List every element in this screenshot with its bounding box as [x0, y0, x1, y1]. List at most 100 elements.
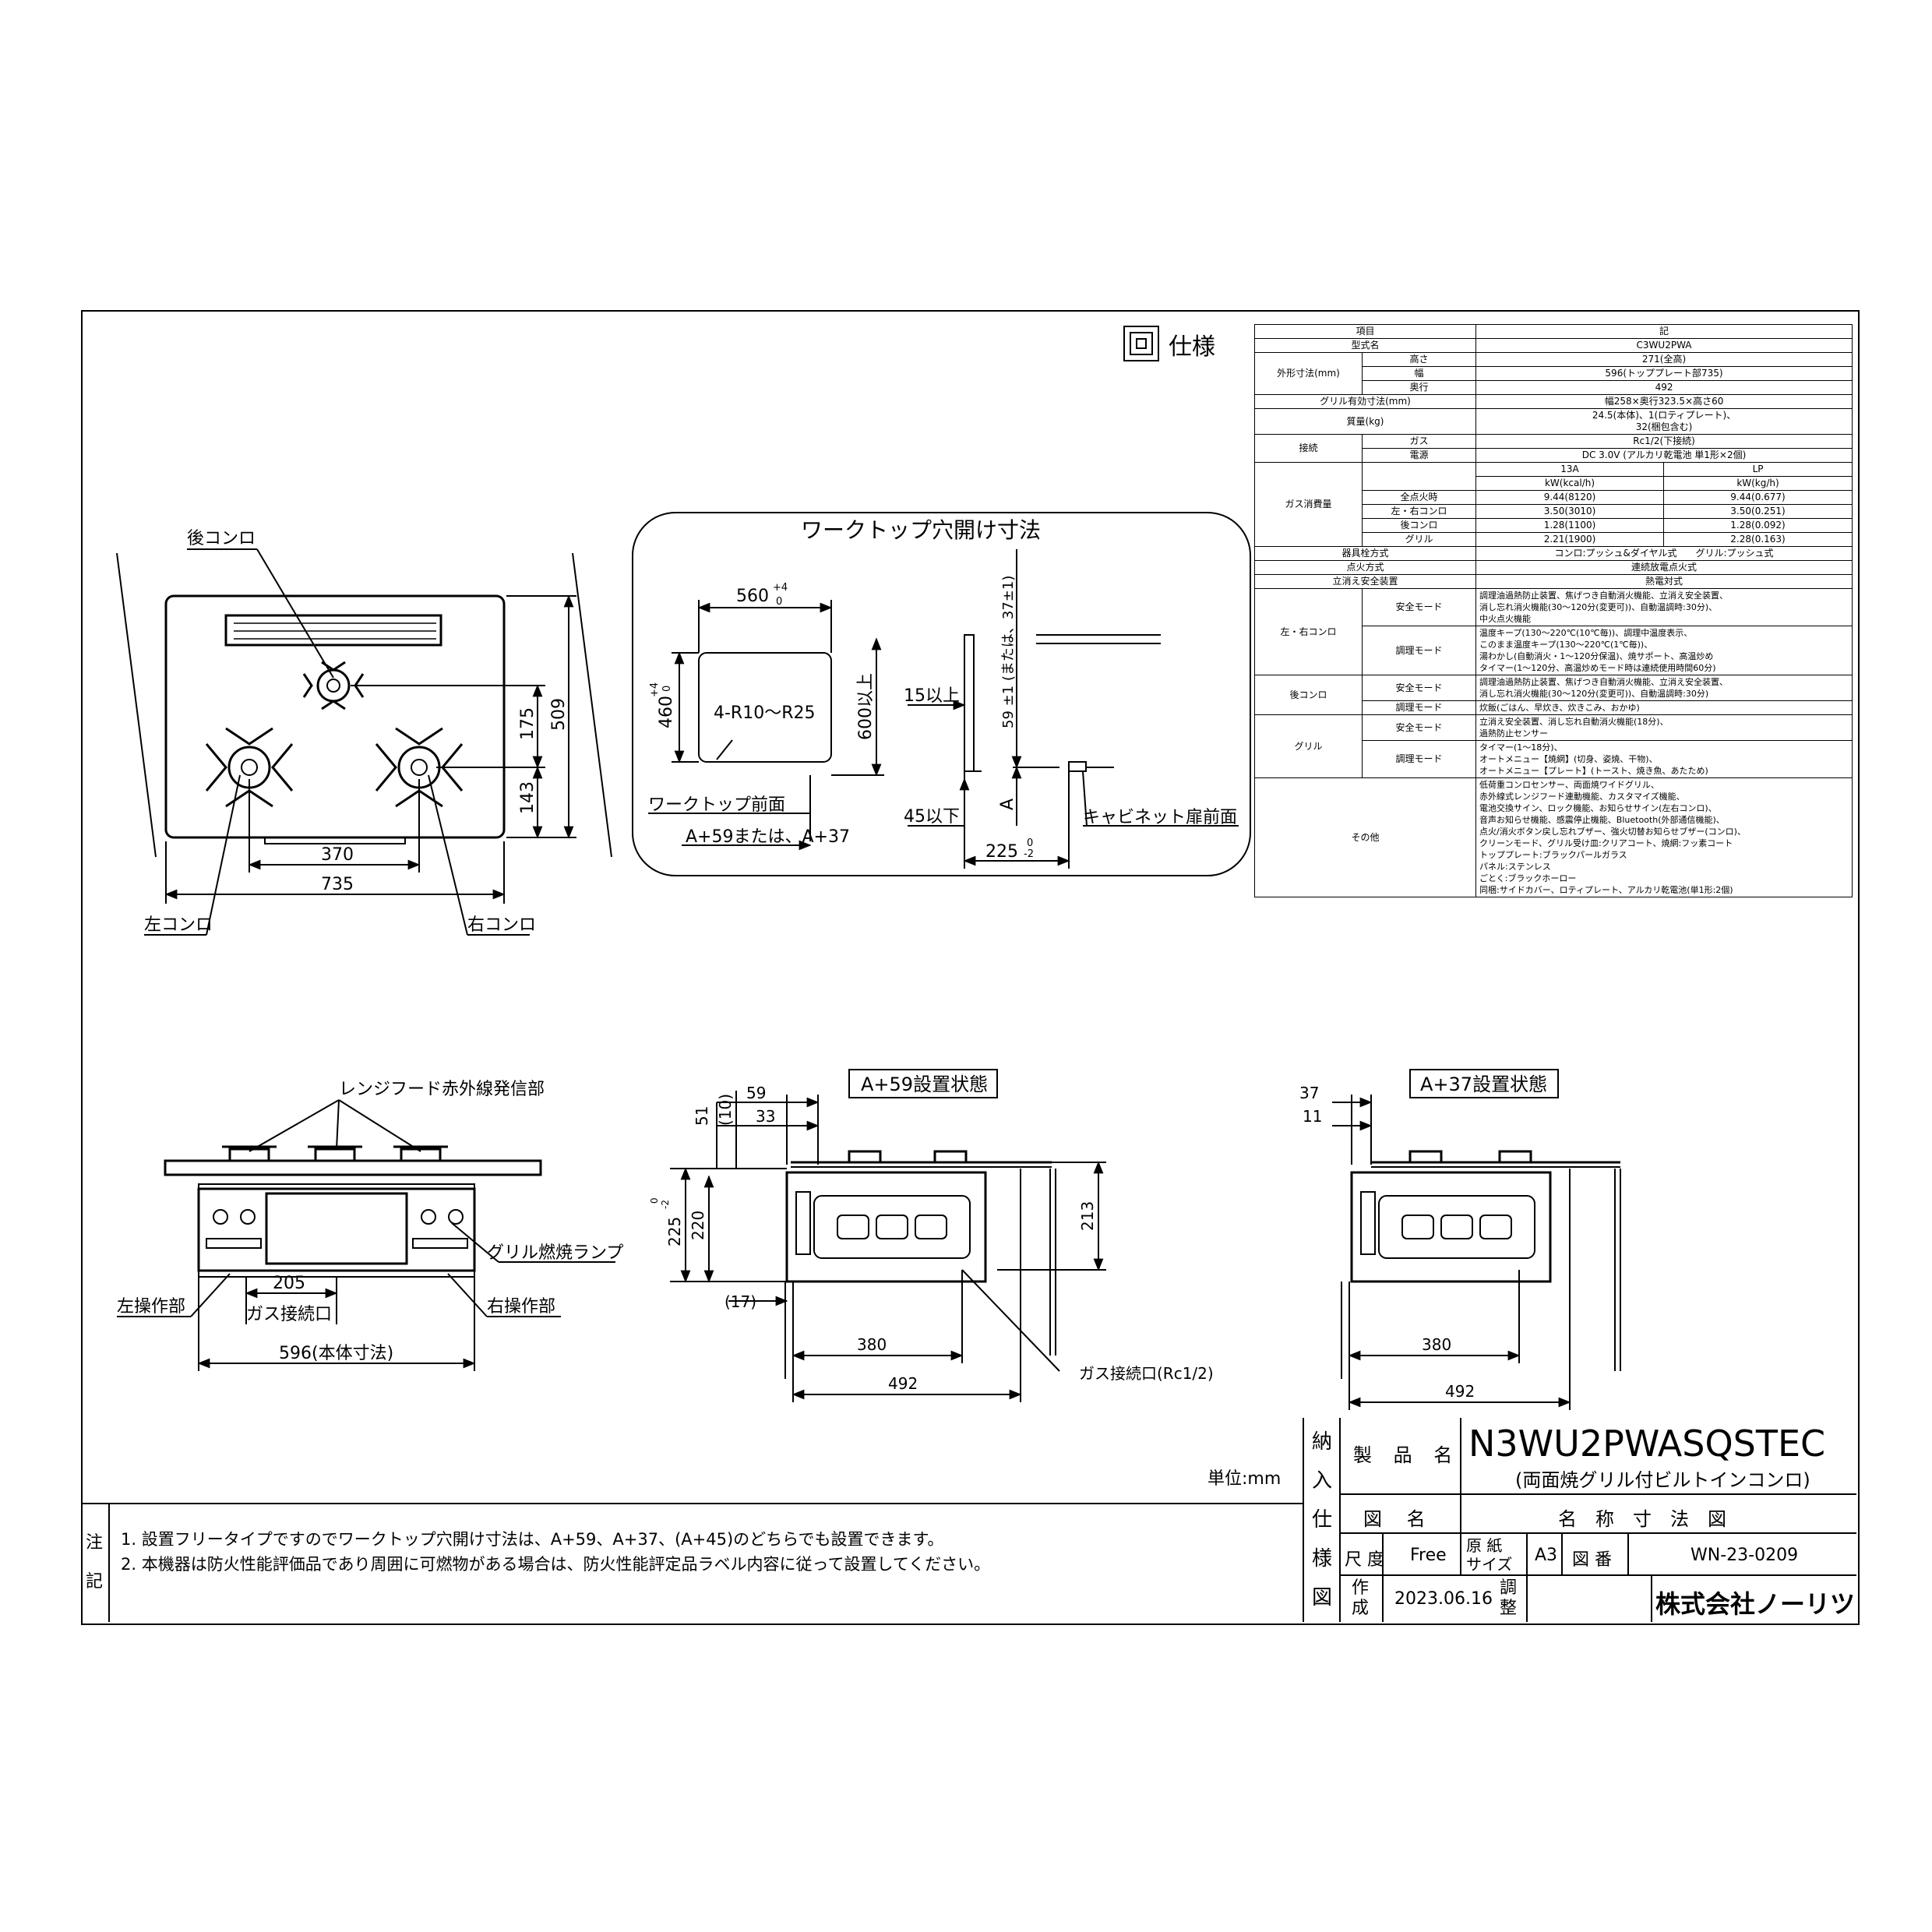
tol-460-lo: 0 [661, 686, 673, 692]
back-cook-text: 炊飯(ごはん、早炊き、炊きこみ、おかゆ) [1475, 700, 1853, 715]
height-label: 高さ [1361, 352, 1477, 367]
note-1: 1. 設置フリータイプですのでワークトップ穴開け寸法は、A+59、A+37、(A… [121, 1530, 944, 1549]
worktop-front-label: ワークトップ前面 [648, 795, 785, 815]
dim-380-37: 380 [1422, 1335, 1451, 1354]
note-head-1: 注 [86, 1533, 104, 1553]
dim-37: 37 [1299, 1084, 1319, 1102]
back-burner-label: 後コンロ [187, 529, 256, 548]
left-burner-label: 左コンロ [144, 915, 213, 935]
safety-mode-label: 安全モード [1361, 714, 1477, 741]
product-name-label: 製 品 名 [1353, 1444, 1461, 1466]
dim-17: (17) [724, 1292, 756, 1311]
made-date: 2023.06.16 [1394, 1589, 1493, 1609]
power-value: DC 3.0V (アルカリ乾電池 単1形×2個) [1475, 448, 1853, 463]
side37-title: A+37設置状態 [1420, 1074, 1547, 1095]
scale-label: 尺 度 [1345, 1550, 1384, 1570]
dim-370: 370 [321, 845, 354, 865]
scale-value: Free [1410, 1546, 1447, 1565]
spec-icon [1123, 326, 1159, 361]
radius-label: 4-R10〜R25 [714, 703, 816, 723]
dim-225-side: 225 [665, 1217, 684, 1246]
dim-11: 11 [1303, 1107, 1322, 1126]
connection-label: 接続 [1254, 434, 1363, 463]
dim-51: 51 [693, 1106, 711, 1126]
dim-143: 143 [518, 781, 538, 814]
consumption-row-name: 全点火時 [1361, 490, 1477, 505]
dim-10: (10) [716, 1094, 735, 1126]
right-burner-label: 右コンロ [467, 915, 536, 935]
gas-rc-label: ガス接続口(Rc1/2) [1079, 1364, 1214, 1383]
safety-mode-label: 安全モード [1361, 675, 1477, 701]
number-label: 図 番 [1572, 1550, 1612, 1570]
grill-safety-text: 立消え安全装置、消し忘れ自動消火機能(18分)、過熱防止センサー [1475, 714, 1853, 741]
paper-value: A3 [1535, 1546, 1558, 1565]
height-value: 271(全高) [1475, 352, 1853, 367]
left-burner-shape [205, 727, 294, 808]
grill-lamp-label: グリル燃焼ランプ [487, 1243, 623, 1263]
outer-dim-label: 外形寸法(mm) [1254, 352, 1363, 395]
title-block-grid [81, 1418, 1856, 1622]
consumption-row-name: グリル [1361, 532, 1477, 547]
consumption-13a: 9.44(8120) [1475, 490, 1665, 505]
drawing-name: 名 称 寸 法 図 [1558, 1508, 1726, 1530]
cabinet-label: キャビネット扉前面 [1083, 808, 1237, 827]
dim-33: 33 [756, 1107, 775, 1126]
dim-460: 460 [657, 696, 676, 728]
a-label: A+59または、A+37 [686, 827, 850, 847]
safety-mode-label: 安全モード [1361, 588, 1477, 626]
grill-section-label: グリル [1254, 714, 1363, 778]
left-op-label: 左操作部 [117, 1297, 185, 1317]
min-15-label: 15以上 [904, 686, 960, 706]
cook-mode-label: 調理モード [1361, 626, 1477, 675]
side-view-59 [670, 1069, 1106, 1402]
tol-225-up: 0 [1027, 837, 1033, 849]
model-label: 型式名 [1253, 338, 1477, 353]
other-label: その他 [1253, 777, 1477, 897]
dim-380-59: 380 [857, 1335, 887, 1354]
dim-560: 560 [736, 587, 769, 606]
worktop-title: ワークトップ穴開け寸法 [801, 517, 1041, 543]
tol-225-side-lo: -2 [660, 1200, 671, 1209]
gas-conn-label: ガス接続口 [246, 1305, 332, 1324]
right-op-label: 右操作部 [487, 1297, 555, 1317]
back-burner-label: 後コンロ [1254, 675, 1363, 715]
tol-225-side-up: 0 [649, 1197, 660, 1204]
unit-13a: kW(kcal/h) [1475, 476, 1665, 491]
dim-175: 175 [518, 707, 538, 740]
back-safety-text: 調理油過熱防止装置、焦げつき自動消火機能、立消え安全装置、消し忘れ消火機能(30… [1475, 675, 1853, 701]
side-view-37 [1332, 1069, 1621, 1410]
dim-59: 59 [746, 1084, 766, 1102]
dim-596: 596(本体寸法) [279, 1344, 393, 1363]
drawing-name-label: 図 名 [1363, 1508, 1426, 1530]
consumption-row-name: 後コンロ [1361, 518, 1477, 533]
tol-225-lo: -2 [1024, 848, 1034, 860]
ir-label: レンジフード赤外線発信部 [339, 1080, 545, 1099]
tb-side-label: 納入仕様図 [1311, 1430, 1332, 1609]
side59-title: A+59設置状態 [861, 1074, 988, 1095]
dim-225: 225 [985, 842, 1018, 862]
dim-213: 213 [1078, 1201, 1097, 1231]
dim-509: 509 [549, 698, 569, 731]
other-text: 低荷重コンロセンサー、両面焼ワイドグリル、赤外線式レンジフード連動機能、カスタマ… [1475, 777, 1853, 897]
dim-205: 205 [273, 1274, 305, 1293]
note-2: 2. 本機器は防火性能評価品であり周囲に可燃物がある場合は、防火性能評定品ラベル… [121, 1555, 991, 1574]
front-burner-caps [222, 1145, 448, 1162]
spec-heading: 仕様 [1169, 333, 1215, 361]
lr-safety-text: 調理油過熱防止装置、焦げつき自動消火機能、立消え安全装置、消し忘れ消火機能(30… [1475, 588, 1853, 626]
product-subtitle: (両面焼グリル付ビルトインコンロ) [1515, 1469, 1810, 1491]
company-logo: 株式会社ノーリツ [1655, 1589, 1856, 1619]
unit-label: 単位:mm [1208, 1469, 1282, 1489]
made-label: 作成 [1352, 1578, 1370, 1618]
drawing-frame [81, 310, 1860, 1625]
adjust-label: 調整 [1500, 1578, 1518, 1618]
tol-460-up: +4 [649, 682, 661, 697]
front-view [117, 1099, 615, 1371]
paper-label: 原 紙サイズ [1466, 1536, 1513, 1574]
top-view [116, 548, 612, 936]
note-head-2: 記 [86, 1572, 104, 1592]
worktop-panel [632, 512, 1251, 876]
consumption-lp: 1.28(0.092) [1663, 518, 1853, 533]
dim-600: 600以上 [856, 673, 876, 740]
